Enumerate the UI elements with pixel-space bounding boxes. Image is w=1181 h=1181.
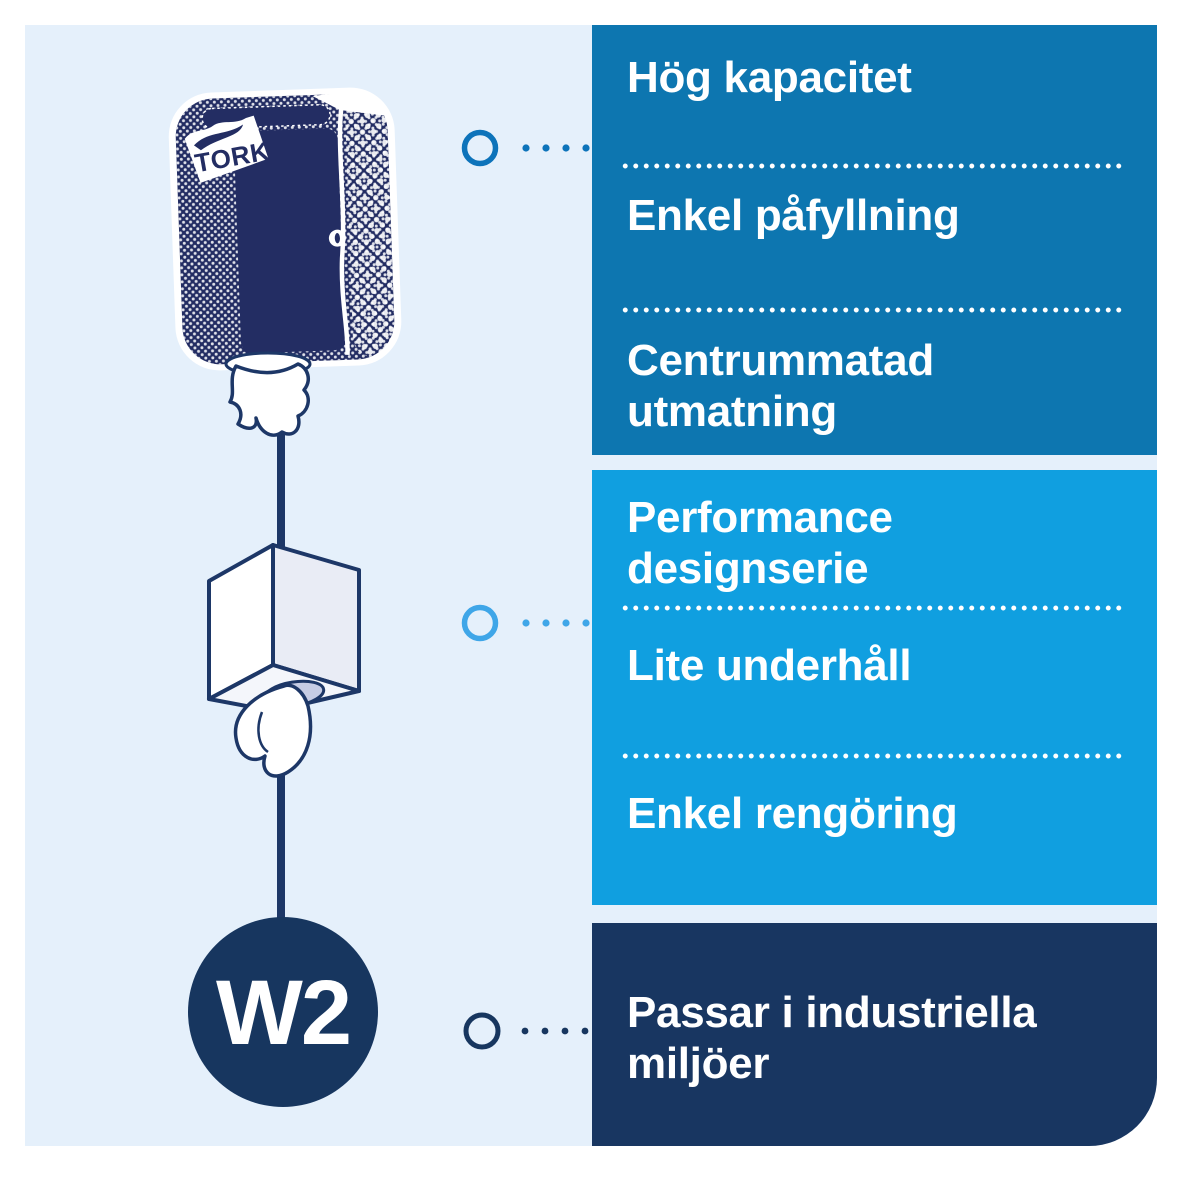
- benefit-item: Performance designserie: [627, 493, 893, 593]
- benefits-panel-bottom: Passar i industriella miljöer: [592, 923, 1157, 1146]
- benefits-panel-middle: Performance designserie Lite underhåll E…: [592, 470, 1157, 905]
- benefits-panel-top: Hög kapacitet Enkel påfyllning Centrumma…: [592, 25, 1157, 455]
- callout-ring-middle-icon: [461, 604, 590, 642]
- benefit-item: Enkel påfyllning: [627, 191, 960, 240]
- dispenser-top-highlight: [312, 90, 391, 117]
- dotted-divider: [620, 307, 1122, 313]
- w2-badge: W2: [188, 917, 378, 1107]
- dispenser-side-halftone: [345, 97, 395, 358]
- benefit-item: Lite underhåll: [627, 641, 912, 690]
- benefit-item: Passar i industriella miljöer: [627, 988, 1037, 1088]
- roll-towel-fold: [257, 711, 269, 754]
- dotted-divider: [620, 605, 1122, 611]
- benefit-item: Centrummatad utmatning: [627, 336, 934, 436]
- callout-ring-top-icon: [461, 129, 590, 167]
- dispenser-towel: [228, 362, 310, 437]
- w2-badge-label: W2: [216, 962, 350, 1064]
- dispenser-side-seam: [337, 103, 350, 356]
- dispenser-door: [234, 128, 345, 354]
- callout-ring-bottom-icon: [463, 1012, 589, 1050]
- dotted-divider: [620, 163, 1122, 169]
- dotted-divider: [620, 753, 1122, 759]
- product-illustration-canvas: TORK W2: [168, 87, 590, 1107]
- roll-towel: [233, 683, 313, 778]
- tork-wave-icon: [193, 124, 244, 151]
- benefit-item: Hög kapacitet: [627, 53, 912, 102]
- benefit-item: Enkel rengöring: [627, 789, 958, 838]
- dispenser-icon: TORK: [168, 87, 402, 371]
